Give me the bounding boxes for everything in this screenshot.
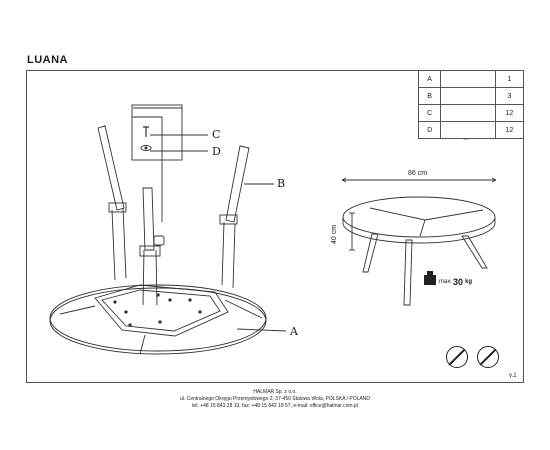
parts-row: A 1 (417, 70, 525, 88)
product-title: LUANA (27, 54, 68, 66)
table-top-exploded (49, 284, 267, 355)
screw-icon (440, 104, 496, 122)
leg-right (219, 145, 250, 289)
weight-icon (424, 275, 436, 285)
load-value: 30 (453, 277, 464, 287)
part-qty: 1 (494, 70, 525, 88)
part-label: B (417, 87, 442, 105)
footer-company: HALMAR Sp. z o.o. (253, 389, 297, 395)
part-qty: 12 (494, 104, 525, 122)
load-prefix: max. (439, 279, 453, 285)
leg-middle (139, 187, 161, 306)
no-kneeling-warning-icon (446, 346, 468, 368)
footer-contact: tel. +48 15 843 28 10, fax: +48 15 842 1… (192, 403, 358, 409)
part-qty: 3 (494, 87, 525, 105)
leg-icon (440, 87, 496, 105)
part-qty: 12 (494, 121, 525, 139)
table-top-icon (440, 70, 496, 88)
leg-left (97, 125, 127, 281)
callout-c: C (212, 128, 221, 141)
callout-d: D (212, 145, 221, 158)
parts-row: D 12 (417, 121, 525, 139)
washer-icon (440, 121, 496, 139)
version-label: v.1 (509, 373, 517, 379)
assembled-table (341, 177, 497, 306)
footer-address: ul. Centralnego Okręgu Przemysłowego 2, … (179, 396, 370, 402)
parts-row: C 12 (417, 104, 525, 122)
parts-row: B 3 (417, 87, 525, 105)
parts-table: A 1 B 3 C 12 D 12 (417, 70, 525, 139)
part-label: A (417, 70, 442, 88)
callout-a: A (290, 325, 298, 338)
no-climbing-warning-icon (477, 346, 499, 368)
instruction-frame (26, 70, 524, 383)
height-dimension: 40 cm (331, 224, 338, 244)
width-dimension: 86 cm (408, 170, 428, 177)
part-label: D (417, 121, 442, 139)
part-label: C (417, 104, 442, 122)
screws (113, 293, 202, 327)
load-unit: kg (465, 279, 473, 285)
callout-b: B (277, 177, 286, 190)
